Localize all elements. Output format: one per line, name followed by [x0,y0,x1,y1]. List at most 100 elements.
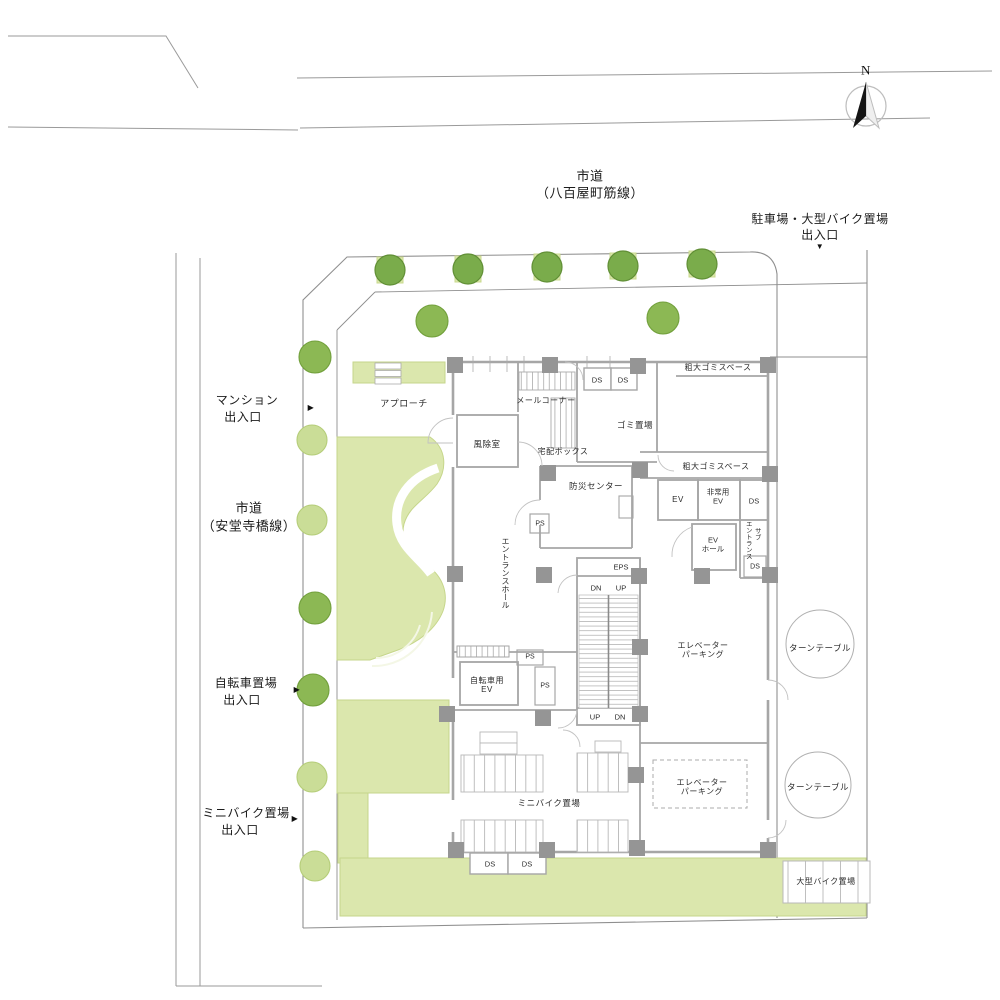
lawn-west-lower [336,699,450,794]
site-trees-dark [296,301,680,707]
sub-entrance-label: サブ [753,527,761,541]
elevator-parking-label: パーキング [680,787,724,796]
minibike-entrance-sub: 出入口 [221,823,259,837]
tree-icon [296,424,328,456]
road-lines [7,35,993,987]
turntable-label: ターンテーブル [788,642,852,653]
elevator-parking-pit [652,759,748,809]
ds-label: DS [591,375,603,385]
north-arrow-icon [853,82,866,128]
garden-paths [371,463,440,668]
windbreak-room [456,414,519,468]
dn-label: DN [614,712,626,722]
tree-icon [298,591,332,625]
mail-corner-label: メールコーナー [516,396,576,405]
parking-entrance-arrow-icon: ▼ [815,242,825,251]
bicycle-ev-label: EV [481,685,493,694]
turntable-label: ターンテーブル [786,781,850,792]
ds-label: DS [748,496,760,506]
bicycle-ev-room [459,661,519,706]
disaster-center-label: 防災センター [568,480,624,491]
ds-room [739,479,769,521]
ev-hall-label: ホール [701,544,725,554]
bicycle-ev-label: 自転車用 [470,676,504,685]
tree-icon [296,504,328,536]
sub-entrance-label: エントランス [744,520,752,560]
wall-ticks [472,356,611,372]
lawn-west-strip [337,792,369,864]
large-bike-stalls [782,860,871,904]
emergency-ev-label: EV [712,496,724,506]
minibike-entrance-arrow-icon: ▶ [291,814,299,823]
ds-label: DS [484,859,496,869]
tree-icon [299,850,331,882]
door-arcs [427,361,789,839]
parking-entrance-label: 駐車場・大型バイク置場 [751,212,889,226]
garbage-room-label: ゴミ置場 [616,419,654,430]
ds-label: DS [750,563,760,571]
ps-label: PS [540,682,550,690]
bulky-garbage-label: 粗大ゴミスペース [684,363,752,372]
ds-label: DS [521,859,533,869]
up-label: UP [615,583,627,593]
dn-label: DN [590,583,602,593]
car-ramp [578,594,639,709]
bicycle-entrance-label: 自転車置場 [214,676,278,690]
elevator-parking-label: エレベーター [677,641,729,650]
elevator-parking-label: パーキング [681,650,725,659]
tree-icon [531,251,563,283]
ev-hall-room [691,523,737,571]
tree-icon [646,301,680,335]
bicycle-entrance-arrow-icon: ▶ [293,685,301,694]
mansion-entrance-sub: 出入口 [224,410,262,424]
tree-icon [374,254,406,286]
entrance-hall-label: エントランスホール [501,537,510,609]
turntable-circle [784,751,852,819]
elevator-parking-label: エレベーター [676,778,728,787]
ds-cells-bottom [469,852,547,875]
eps-label: EPS [613,562,629,572]
ev-hall-label: EV [707,535,719,545]
road-top-name: 市道 [576,168,604,184]
ps-box [529,513,550,534]
windbreak-label: 風除室 [473,438,501,449]
ps-label: PS [525,653,535,661]
large-bike-area-label: 大型バイク置場 [796,877,856,886]
ps-shaft [534,666,556,706]
mansion-entrance-label: マンション [215,393,279,407]
minibike-area-label: ミニバイク置場 [517,797,581,808]
approach-label: アプローチ [380,398,428,409]
entry-bed-boxes [374,362,402,385]
minibike-stalls [460,731,629,853]
tree-icon [686,248,718,280]
ps-box [516,649,544,666]
interior-walls [453,362,769,852]
street-trees [374,248,718,286]
tree-icon [296,673,330,707]
up-label: UP [589,712,601,722]
minibike-entrance-label: ミニバイク置場 [202,806,290,820]
tree-icon [298,340,332,374]
road-left-route: （安堂寺橋線） [201,518,297,534]
tree-icon [296,761,328,793]
compass [845,81,887,130]
road-top-route: （八百屋町筋線） [535,185,645,201]
bicycle-entrance-sub: 出入口 [223,693,261,707]
mansion-entrance-arrow-icon: ▶ [307,403,315,412]
structural-columns [439,357,778,858]
ps-label: PS [535,520,545,528]
road-left-name: 市道 [235,500,263,516]
tree-icon [607,250,639,282]
bench-hatch [456,645,510,658]
ds-label: DS [617,375,629,385]
mailbox-hatch [518,371,576,449]
parking-entrance-sub: 出入口 [801,228,839,242]
turntable-circle [785,609,855,679]
compass-north-label: N [861,62,871,78]
emergency-ev-label: 非常用 [706,487,730,497]
bulky-garbage-label: 粗大ゴミスペース [682,462,750,471]
ev-label: EV [672,495,684,504]
turntables [784,609,855,819]
